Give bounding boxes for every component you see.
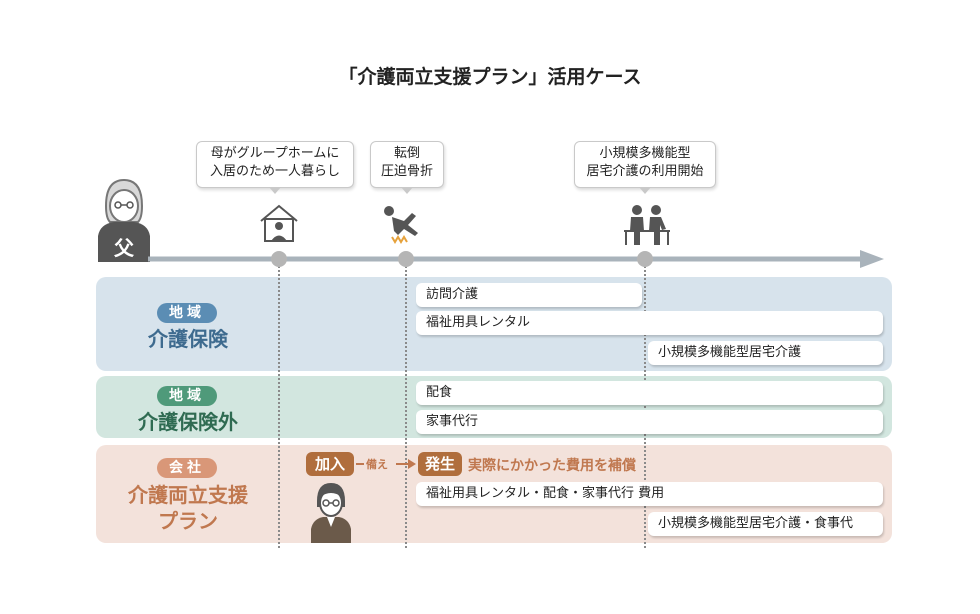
event-text-line: 母がグループホームに — [210, 146, 340, 161]
prepare-arrow — [356, 459, 416, 469]
father-avatar — [98, 178, 150, 262]
category-title-non-insurance: 介護保険外 — [138, 410, 238, 434]
service-item: 家事代行 — [416, 410, 883, 434]
house-person-icon — [260, 204, 298, 242]
service-item: 配食 — [416, 381, 883, 405]
timeline-node — [271, 251, 287, 267]
diagram-title: 「介護両立支援プラン」活用ケース — [338, 66, 642, 88]
service-item: 福祉用具レンタル — [416, 311, 883, 335]
caregiver-icon — [624, 205, 670, 245]
compensation-note: 実際にかかった費用を補償 — [468, 458, 636, 474]
event-text-line: 入居のため一人暮らし — [209, 164, 340, 179]
service-item: 訪問介護 — [416, 283, 642, 307]
event-callout-mother-moves: 母がグループホームに 入居のため一人暮らし — [196, 141, 354, 194]
event-text-line: 転倒 — [393, 146, 420, 161]
father-label: 父 — [114, 236, 134, 260]
event-callout-fall: 転倒 圧迫骨折 — [370, 141, 444, 194]
timeline-arrow — [148, 250, 884, 268]
prepare-label: 備え — [366, 458, 388, 471]
event-text-line: 圧迫骨折 — [380, 164, 433, 179]
covered-item: 小規模多機能型居宅介護・食事代 — [648, 512, 883, 536]
category-tag-region: 地域 — [157, 386, 217, 406]
category-tag-region: 地域 — [157, 303, 217, 323]
occur-tag: 発生 — [418, 452, 462, 476]
event-text-line: 小規模多機能型 — [599, 146, 691, 161]
timeline-node — [637, 251, 653, 267]
event-text-line: 居宅介護の利用開始 — [586, 164, 704, 179]
falling-person-icon — [384, 206, 418, 244]
son-avatar — [311, 483, 351, 543]
event-callout-service-start: 小規模多機能型 居宅介護の利用開始 — [574, 141, 716, 194]
category-title-plan: 介護両立支援 プラン — [110, 482, 266, 534]
category-title-insurance: 介護保険 — [148, 327, 228, 351]
timeline-node — [398, 251, 414, 267]
category-tag-company: 会社 — [157, 458, 217, 478]
timeline-divider — [278, 258, 280, 548]
timeline-divider — [405, 258, 407, 548]
plan-title-line: 介護両立支援 — [128, 483, 248, 507]
plan-title-line: プラン — [158, 509, 218, 533]
join-tag: 加入 — [306, 452, 354, 476]
service-item: 小規模多機能型居宅介護 — [648, 341, 883, 365]
covered-item: 福祉用具レンタル・配食・家事代行 費用 — [416, 482, 883, 506]
